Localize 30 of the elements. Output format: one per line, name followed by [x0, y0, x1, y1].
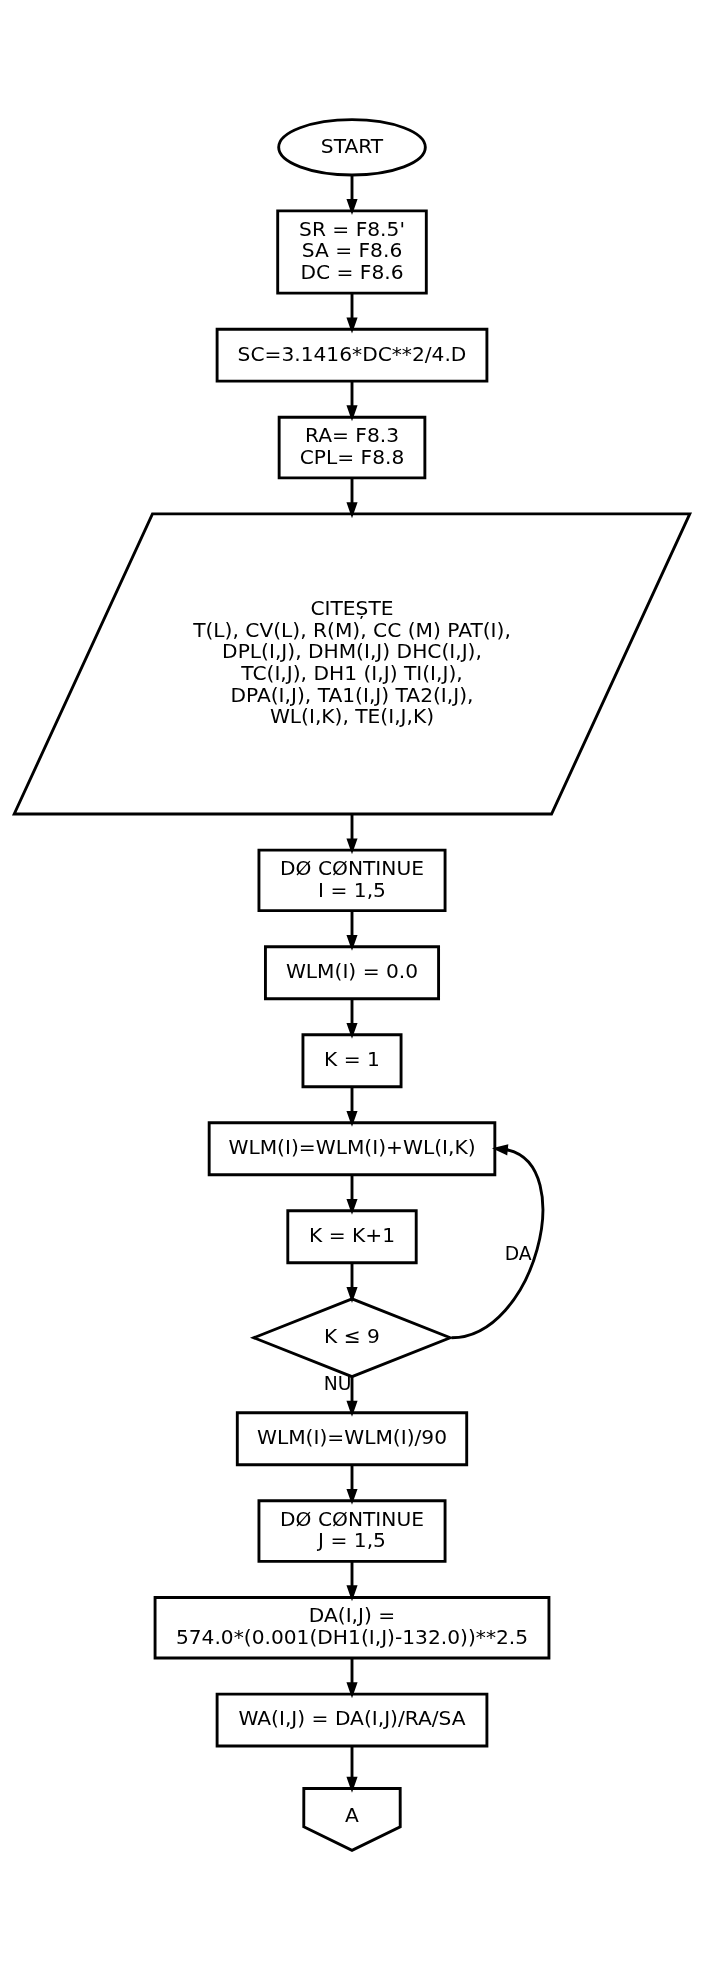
arrow — [346, 1465, 358, 1505]
arrow — [346, 1262, 358, 1303]
node-box: WA(I,J) = DA(I,J)/RA/SA — [215, 1692, 489, 1748]
arrow — [346, 381, 358, 422]
arrow — [346, 1561, 358, 1602]
node-ellipse: START — [277, 118, 427, 177]
node-box: WLM(I)=WLM(I)/90 — [235, 1411, 469, 1467]
node-box: DA(I,J) = 574.0*(0.001(DH1(I,J)-132.0))**2.5 — [153, 1596, 551, 1660]
node-box: K = K+1 — [286, 1209, 418, 1265]
arrow — [346, 911, 358, 951]
node-box: SC=3.1416*DC**2/4.D — [215, 327, 489, 383]
arrow — [346, 1746, 358, 1793]
arrow — [346, 1376, 358, 1417]
arrow — [346, 478, 358, 519]
node-box: WLM(I) = 0.0 — [264, 945, 440, 1001]
arrow — [346, 998, 358, 1039]
node-box: WLM(I)=WLM(I)+WL(I,K) — [207, 1121, 497, 1177]
arrow — [451, 1144, 545, 1340]
node-box: DØ CØNTINUE I = 1,5 — [257, 848, 447, 913]
arrow — [346, 293, 358, 334]
node-box: SR = F8.5' SA = F8.6 DC = F8.6 — [276, 209, 428, 295]
arrow — [346, 1086, 358, 1127]
edge-label: DA — [504, 1242, 532, 1264]
arrow — [346, 175, 358, 215]
arrow — [346, 814, 358, 855]
node-box: RA= F8.3 CPL= F8.8 — [277, 415, 427, 480]
node-box: DØ CØNTINUE J = 1,5 — [257, 1499, 447, 1563]
node-box: K = 1 — [301, 1033, 403, 1089]
arrow — [346, 1658, 358, 1699]
arrow — [346, 1174, 358, 1215]
